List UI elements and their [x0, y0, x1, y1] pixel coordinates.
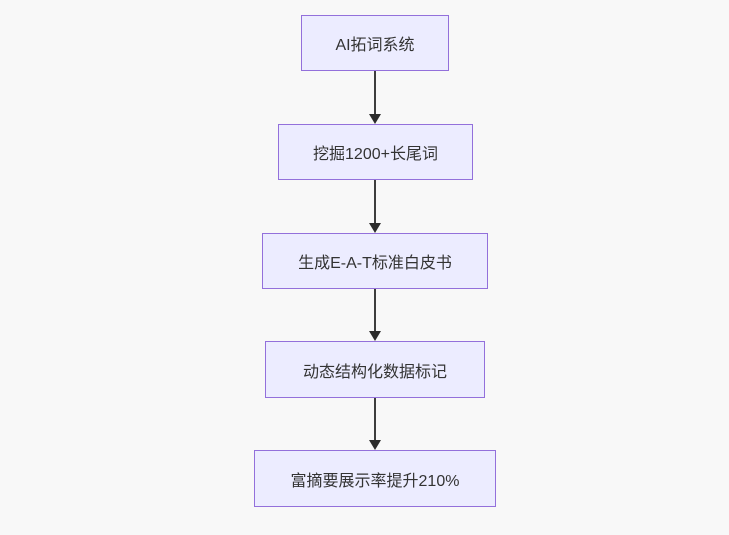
flowchart-edge-2	[368, 180, 382, 233]
node-label: 动态结构化数据标记	[302, 363, 447, 381]
node-label: 生成E-A-T标准白皮书	[298, 255, 452, 272]
arrow-line	[374, 289, 376, 339]
flowchart-edge-1	[368, 71, 382, 124]
flowchart-node-eat-whitepaper: 生成E-A-T标准白皮书	[262, 233, 488, 289]
flowchart-node-structured-data-markup: 动态结构化数据标记	[265, 341, 485, 398]
arrow-line	[374, 180, 376, 231]
flowchart-node-longtail-keywords: 挖掘1200+长尾词	[278, 124, 473, 180]
flowchart-edge-3	[368, 289, 382, 341]
node-label: 富摘要展示率提升210%	[290, 472, 460, 490]
arrow-line	[374, 398, 376, 448]
arrow-down-icon	[369, 223, 381, 233]
flowchart-node-ai-word-expansion-system: AI拓词系统	[301, 15, 449, 71]
arrow-down-icon	[369, 440, 381, 450]
arrow-line	[374, 71, 376, 122]
flowchart-node-rich-snippet-rate: 富摘要展示率提升210%	[254, 450, 496, 507]
node-label: 挖掘1200+长尾词	[313, 146, 438, 163]
node-label: AI拓词系统	[335, 37, 415, 54]
flowchart-edge-4	[368, 398, 382, 450]
arrow-down-icon	[369, 114, 381, 124]
arrow-down-icon	[369, 331, 381, 341]
